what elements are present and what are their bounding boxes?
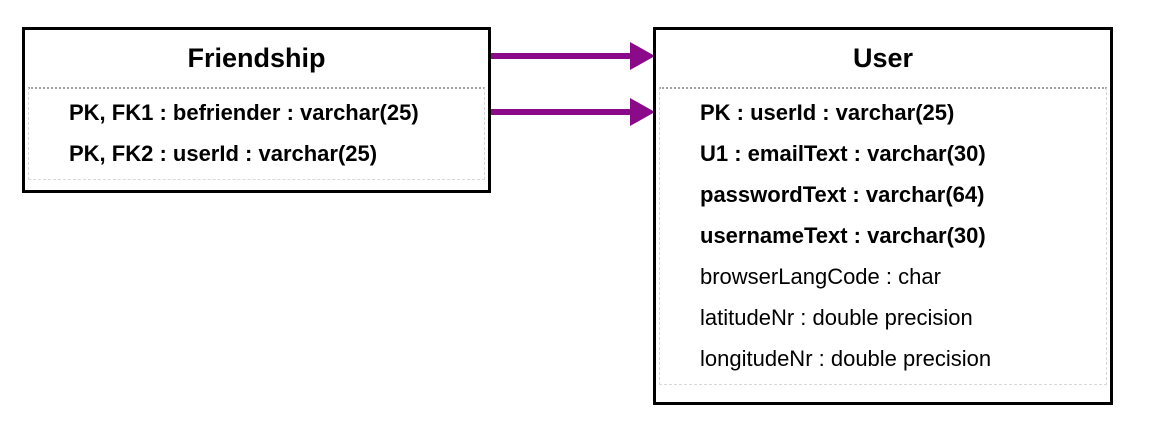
entity-user-attributes-section: PK : userId : varchar(25) U1 : emailText… (659, 87, 1107, 385)
entity-friendship-attributes-section: PK, FK1 : befriender : varchar(25) PK, F… (28, 87, 485, 180)
entity-user[interactable]: User PK : userId : varchar(25) U1 : emai… (653, 27, 1113, 405)
attribute-row: longitudeNr : double precision (700, 346, 992, 371)
attribute-row: PK, FK2 : userId : varchar(25) (69, 141, 378, 166)
entity-user-title: User (852, 43, 914, 73)
relationship-arrow-entity[interactable] (491, 42, 655, 70)
attribute-row: PK, FK1 : befriender : varchar(25) (69, 100, 419, 125)
entity-friendship-title: Friendship (187, 43, 326, 73)
attribute-row: usernameText : varchar(30) (700, 223, 986, 248)
attribute-row: U1 : emailText : varchar(30) (700, 141, 986, 166)
relationship-arrowhead-icon (630, 98, 655, 126)
attribute-row: latitudeNr : double precision (700, 305, 973, 330)
relationship-arrowhead-icon (630, 42, 655, 70)
entity-friendship[interactable]: Friendship PK, FK1 : befriender : varcha… (22, 27, 491, 193)
attribute-row: passwordText : varchar(64) (700, 182, 985, 207)
attribute-row: PK : userId : varchar(25) (700, 100, 955, 125)
relationship-arrow-foreign-key[interactable] (491, 98, 655, 126)
attribute-row: browserLangCode : char (700, 264, 941, 289)
